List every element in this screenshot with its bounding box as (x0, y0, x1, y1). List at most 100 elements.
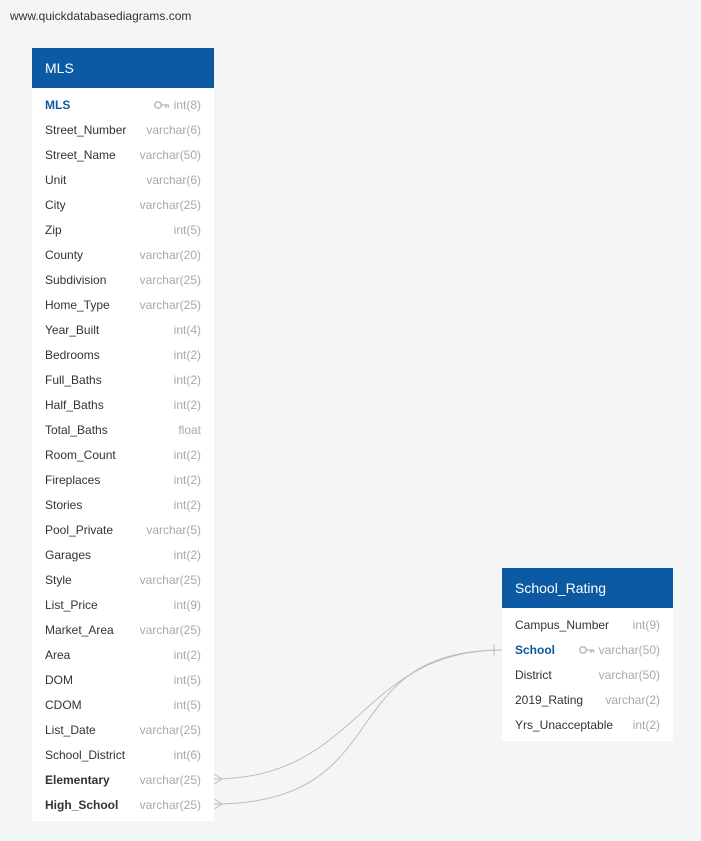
field-name: Street_Number (45, 122, 127, 137)
field-name: Subdivision (45, 272, 107, 287)
field-row[interactable]: School_District int(6) (32, 742, 214, 767)
field-type: varchar(25) (139, 797, 201, 812)
table-header[interactable]: MLS (32, 48, 214, 88)
field-name: Fireplaces (45, 472, 101, 487)
field-row[interactable]: Elementary varchar(25) (32, 767, 214, 792)
field-row[interactable]: CDOM int(5) (32, 692, 214, 717)
field-type: varchar(50) (139, 147, 201, 162)
field-row[interactable]: Room_Count int(2) (32, 442, 214, 467)
field-name: Elementary (45, 772, 110, 787)
field-type-cell: varchar(50) (578, 642, 660, 657)
field-type: int(6) (173, 747, 201, 762)
field-row[interactable]: DOM int(5) (32, 667, 214, 692)
field-type: varchar(50) (598, 667, 660, 682)
field-type-cell: float (178, 423, 201, 437)
field-type-cell: int(5) (174, 698, 201, 712)
field-type: int(5) (173, 222, 201, 237)
field-type-cell: int(2) (174, 473, 201, 487)
field-type-cell: int(2) (174, 373, 201, 387)
field-name: Campus_Number (515, 617, 610, 632)
field-row[interactable]: Subdivision varchar(25) (32, 267, 214, 292)
field-type: int(8) (173, 97, 201, 112)
field-name: CDOM (45, 697, 82, 712)
field-type-cell: varchar(25) (140, 773, 201, 787)
field-type-cell: varchar(50) (140, 148, 201, 162)
field-row[interactable]: List_Price int(9) (32, 592, 214, 617)
field-type-cell: int(6) (174, 748, 201, 762)
field-row[interactable]: Street_Number varchar(6) (32, 117, 214, 142)
field-type: int(9) (632, 617, 660, 632)
field-type: varchar(25) (139, 772, 201, 787)
field-type: varchar(6) (146, 122, 201, 137)
field-name: Home_Type (45, 297, 110, 312)
field-type-cell: varchar(25) (140, 298, 201, 312)
field-type: int(9) (173, 597, 201, 612)
field-name: Total_Baths (45, 422, 108, 437)
field-type: varchar(25) (139, 722, 201, 737)
field-row[interactable]: Campus_Number int(9) (502, 612, 673, 637)
many-marker-elementary (213, 773, 223, 785)
field-row[interactable]: Pool_Private varchar(5) (32, 517, 214, 542)
field-type-cell: varchar(6) (146, 123, 201, 137)
field-type: int(2) (173, 547, 201, 562)
field-type: varchar(50) (598, 642, 660, 657)
field-name: Unit (45, 172, 67, 187)
field-type-cell: int(2) (174, 448, 201, 462)
field-type-cell: varchar(5) (146, 523, 201, 537)
field-row[interactable]: Garages int(2) (32, 542, 214, 567)
field-type-cell: int(5) (174, 673, 201, 687)
field-type-cell: int(2) (174, 348, 201, 362)
field-name: Street_Name (45, 147, 116, 162)
field-name: DOM (45, 672, 73, 687)
relation-elementary-school (213, 649, 503, 780)
field-name: Pool_Private (45, 522, 114, 537)
field-row[interactable]: Home_Type varchar(25) (32, 292, 214, 317)
field-name: Half_Baths (45, 397, 104, 412)
field-name: Garages (45, 547, 92, 562)
field-type-cell: varchar(25) (140, 273, 201, 287)
table-header[interactable]: School_Rating (502, 568, 673, 608)
field-type: int(2) (173, 372, 201, 387)
field-name: Room_Count (45, 447, 116, 462)
field-row[interactable]: Street_Name varchar(50) (32, 142, 214, 167)
field-type: varchar(25) (139, 622, 201, 637)
field-type-cell: int(9) (174, 598, 201, 612)
field-name: School_District (45, 747, 126, 762)
field-name: 2019_Rating (515, 692, 584, 707)
field-type-cell: varchar(50) (599, 668, 660, 682)
field-type-cell: varchar(20) (140, 248, 201, 262)
field-type: varchar(25) (139, 197, 201, 212)
field-row[interactable]: Fireplaces int(2) (32, 467, 214, 492)
field-type-cell: int(2) (174, 548, 201, 562)
field-type: varchar(25) (139, 572, 201, 587)
field-name: List_Price (45, 597, 98, 612)
field-name: Area (45, 647, 71, 662)
field-row[interactable]: Total_Baths float (32, 417, 214, 442)
field-name: Yrs_Unacceptable (515, 717, 614, 732)
field-type-cell: varchar(25) (140, 573, 201, 587)
field-type: varchar(20) (139, 247, 201, 262)
relation-highschool-school (213, 649, 503, 805)
